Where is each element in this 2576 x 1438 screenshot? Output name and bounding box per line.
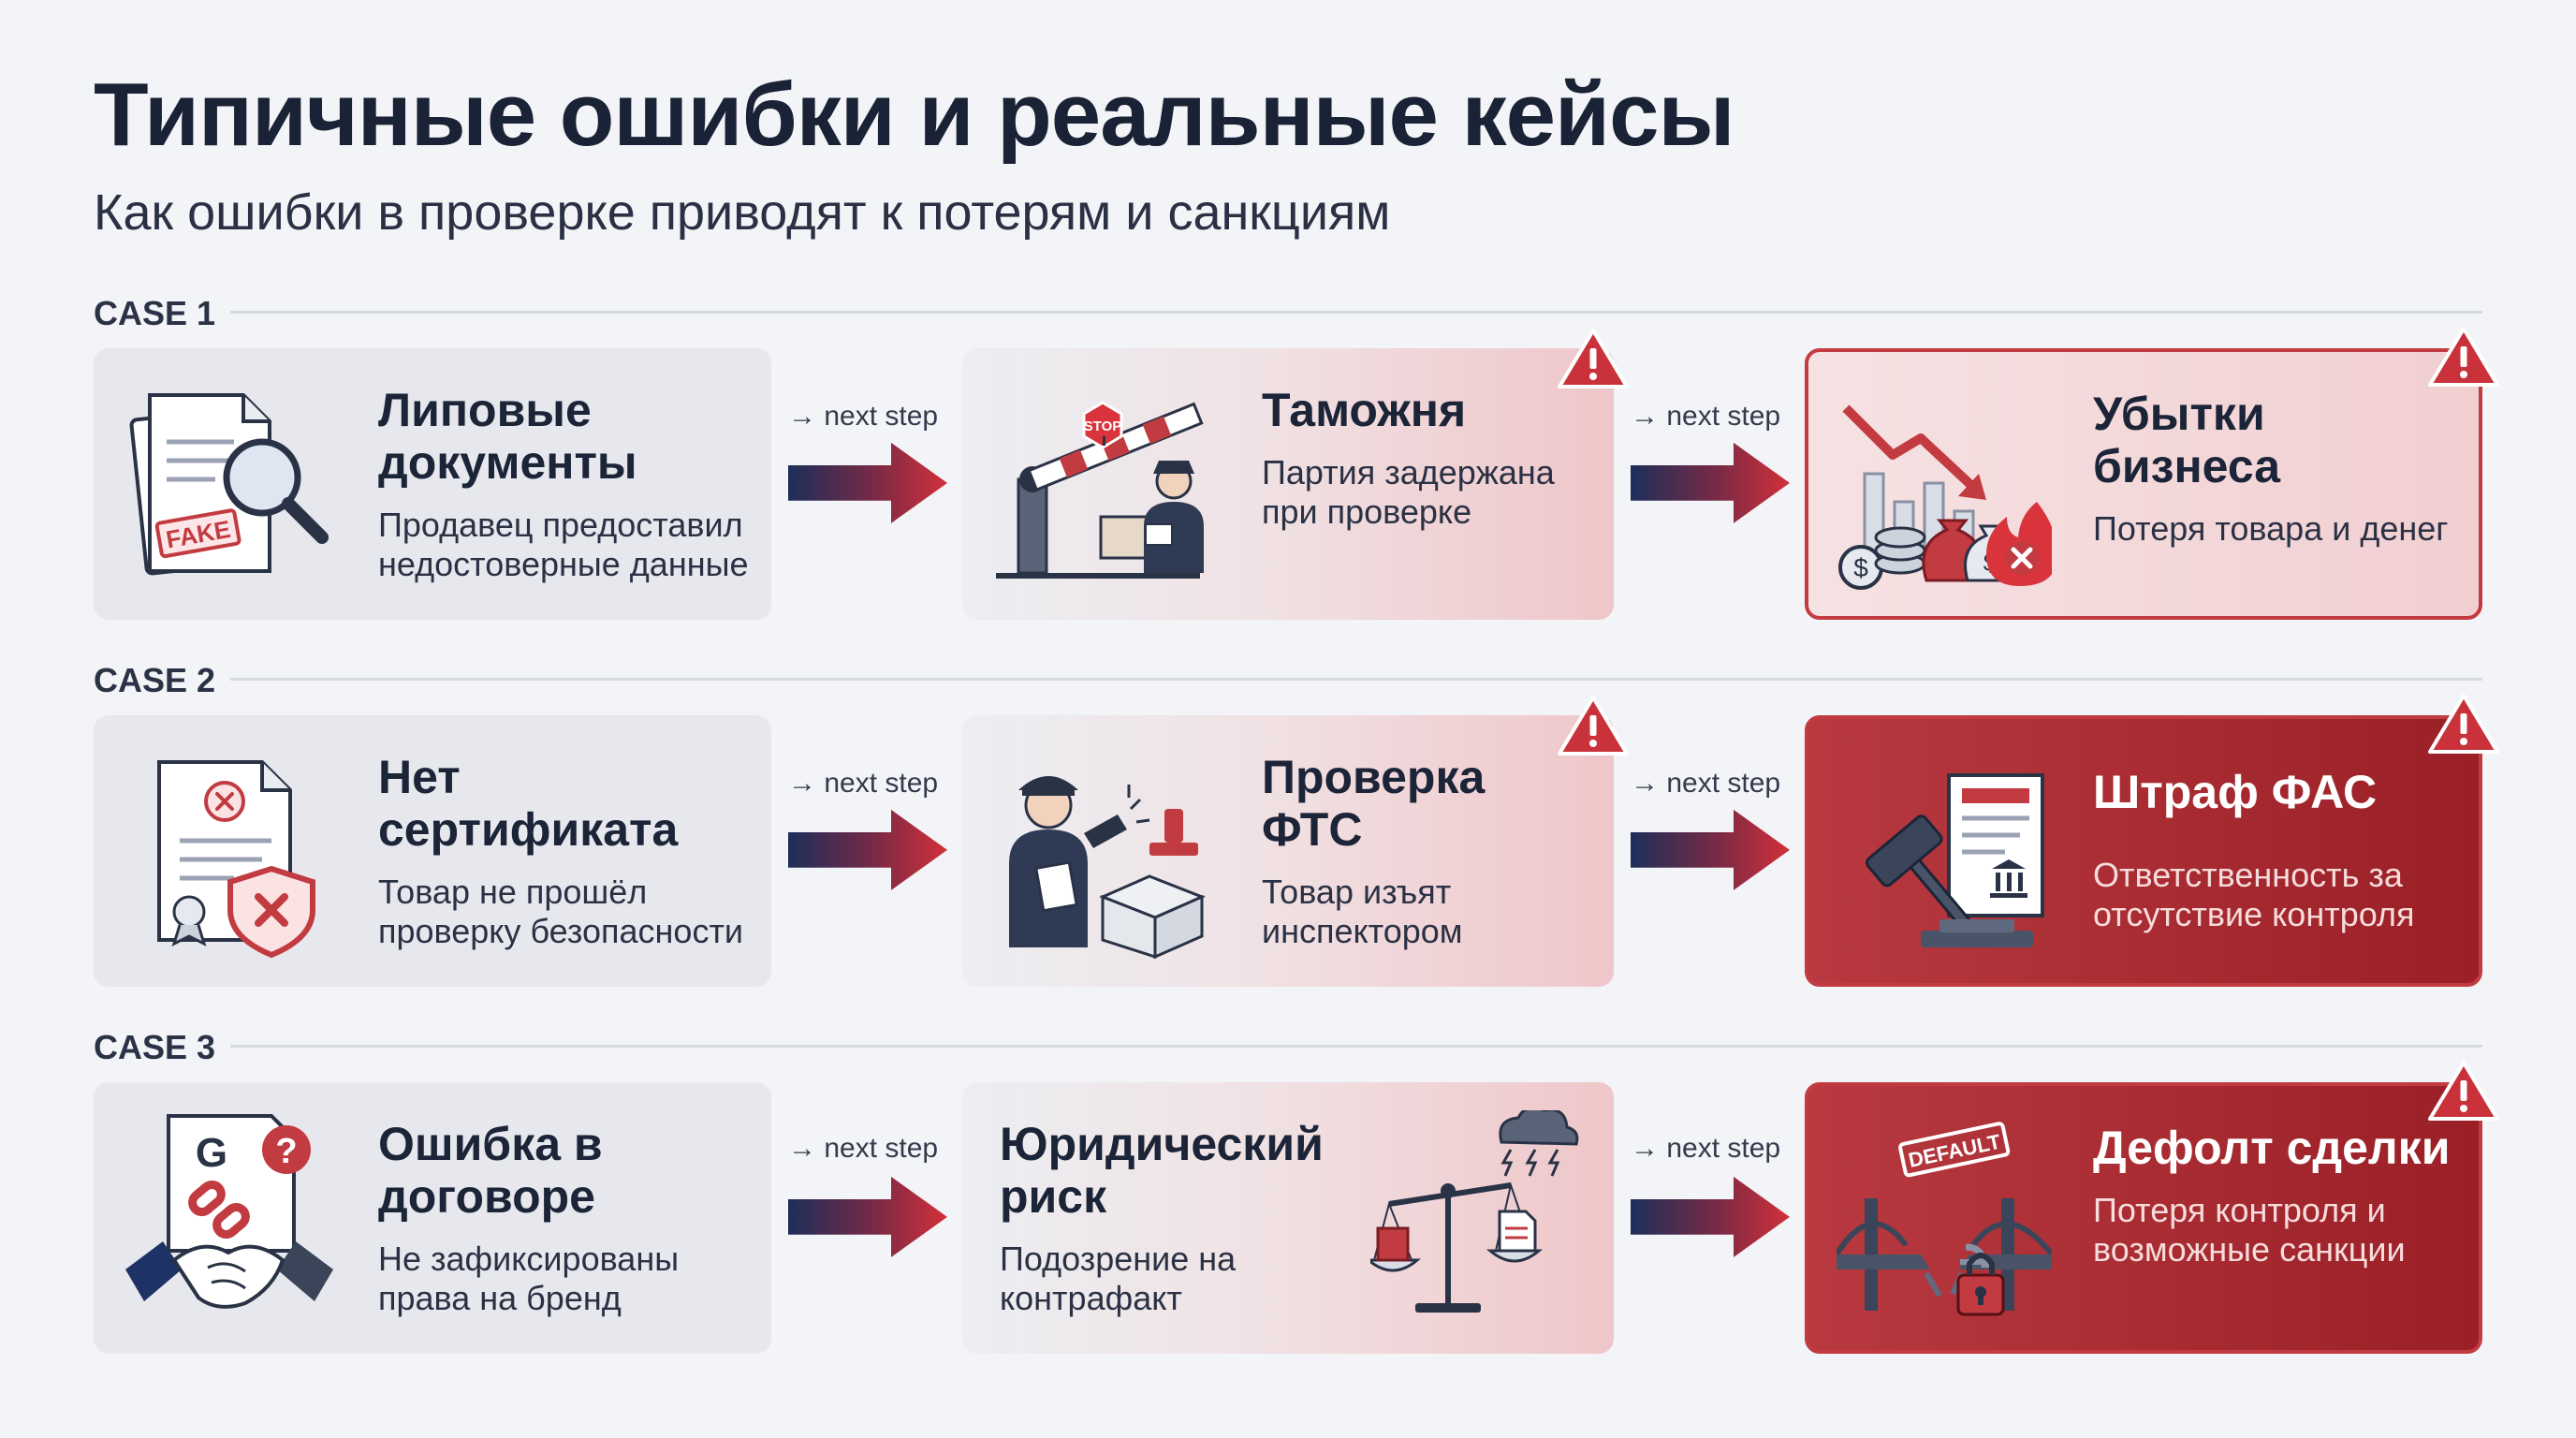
card-description: Продавец предоставил недостоверные данны… <box>378 506 749 583</box>
card-title: Таможня <box>1262 384 1467 436</box>
card-title: Ошибка в договоре <box>378 1118 603 1223</box>
card-title: Липовые документы <box>378 384 637 489</box>
case-1-label: CASE 1 <box>94 294 216 332</box>
warning-icon <box>1558 696 1629 756</box>
card-description: Потеря контроля и возможные санкции <box>2093 1191 2406 1269</box>
legal-scales-icon <box>1370 1110 1579 1313</box>
card-title: Нет сертификата <box>378 751 679 856</box>
business-losses-icon: $ $ <box>1838 404 2052 590</box>
next-step-label: → next step <box>1631 401 1781 432</box>
case-2-step-2-card[interactable]: Проверка ФТС Товар изъят инспектором <box>962 715 1614 987</box>
stop-sign-text: STOP <box>1084 418 1122 434</box>
warning-icon <box>2428 694 2499 754</box>
next-step-label: → next step <box>788 768 939 799</box>
case-3-step-3-card[interactable]: DEFAULT Дефолт сделки Потеря контроля и … <box>1805 1082 2482 1354</box>
case-2-step-1-card[interactable]: Нет сертификата Товар не прошёл проверку… <box>94 715 771 987</box>
card-title: Юридический риск <box>1000 1118 1324 1223</box>
card-title: Убытки бизнеса <box>2093 388 2281 492</box>
fake-document-magnifier-icon: FAKE <box>129 393 329 576</box>
card-description: Товар не прошёл проверку безопасности <box>378 873 744 950</box>
next-step-arrow-icon <box>788 1176 947 1257</box>
case-2-divider <box>230 678 2482 681</box>
svg-text:?: ? <box>275 1132 297 1171</box>
page-title: Типичные ошибки и реальные кейсы <box>94 65 1734 165</box>
next-step-arrow-icon <box>788 809 947 890</box>
next-step-arrow-icon <box>1631 442 1790 523</box>
card-title: Проверка ФТС <box>1262 751 1486 856</box>
next-step-arrow-icon <box>1631 809 1790 890</box>
svg-text:G: G <box>196 1130 227 1176</box>
inspector-icon <box>1009 776 1206 959</box>
case-1-divider <box>230 311 2482 314</box>
warning-icon <box>1558 329 1629 389</box>
warning-icon <box>2428 1061 2499 1121</box>
next-step-label: → next step <box>788 401 939 432</box>
gavel-fine-icon <box>1866 773 2044 947</box>
svg-text:$: $ <box>1853 553 1868 582</box>
page-subtitle: Как ошибки в проверке приводят к потерям… <box>94 184 1391 241</box>
card-description: Партия задержана при проверке <box>1262 453 1555 531</box>
next-step-label: → next step <box>1631 1133 1781 1164</box>
case-1-step-1-card[interactable]: FAKE Липовые документы Продавец предоста… <box>94 348 771 620</box>
case-3-step-1-card[interactable]: G ? Ошибка в договоре Не зафиксированы п… <box>94 1082 771 1354</box>
next-step-arrow-icon <box>788 442 947 523</box>
case-2-step-3-card[interactable]: Штраф ФАС Ответственность за отсутствие … <box>1805 715 2482 987</box>
next-step-arrow-icon <box>1631 1176 1790 1257</box>
customs-barrier-icon: STOP <box>996 401 1204 579</box>
next-step-label: → next step <box>1631 768 1781 799</box>
card-title: Дефолт сделки <box>2093 1122 2451 1174</box>
missing-certificate-icon <box>157 760 315 959</box>
contract-handshake-icon: G ? <box>125 1114 333 1309</box>
card-description: Подозрение на контрафакт <box>1000 1240 1237 1317</box>
card-description: Не зафиксированы права на бренд <box>378 1240 680 1317</box>
next-step-label: → next step <box>788 1133 939 1164</box>
case-3-step-2-card[interactable]: Юридический риск Подозрение на контрафак… <box>962 1082 1614 1354</box>
card-title: Штраф ФАС <box>2093 766 2378 818</box>
case-3-label: CASE 3 <box>94 1028 216 1066</box>
case-1-step-2-card[interactable]: STOP Таможня Партия задержана при провер… <box>962 348 1614 620</box>
case-3-divider <box>230 1045 2482 1048</box>
case-1-step-3-card[interactable]: $ $ Убытки бизнеса Потеря товара и денег <box>1805 348 2482 620</box>
card-description: Товар изъят инспектором <box>1262 873 1463 950</box>
case-2-label: CASE 2 <box>94 661 216 699</box>
card-description: Ответственность за отсутствие контроля <box>2093 856 2415 933</box>
broken-bridge-icon: DEFAULT <box>1837 1122 2052 1316</box>
card-description: Потеря товара и денег <box>2093 509 2449 548</box>
warning-icon <box>2428 327 2499 387</box>
